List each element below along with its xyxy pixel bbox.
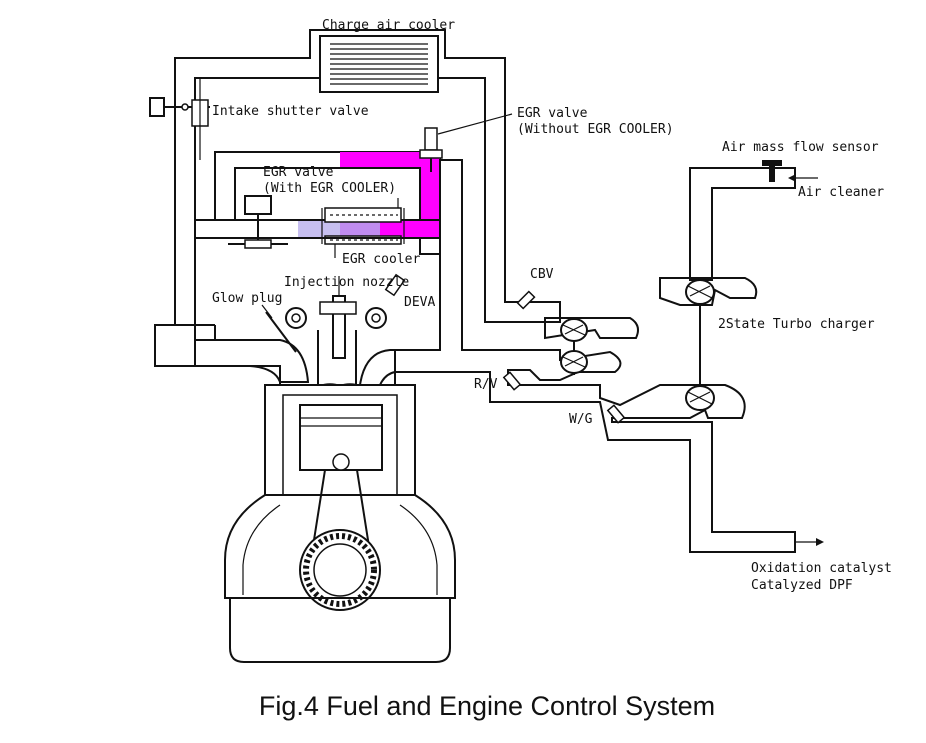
crankcase: [224, 494, 456, 599]
label-glow-plug: Glow plug: [212, 291, 282, 306]
intake-shutter-valve: [149, 78, 210, 160]
figure-caption: Fig.4 Fuel and Engine Control System: [259, 691, 715, 721]
glow-plug: [265, 311, 297, 353]
label-wg: W/G: [569, 412, 593, 427]
egr-band-violet: [340, 220, 380, 238]
label-egr-valve-with-cooler: EGR valve: [263, 165, 334, 180]
rv-valve: [502, 371, 522, 391]
label-rv: R/V: [474, 377, 498, 392]
piston: [299, 404, 383, 471]
egr-cooler: [321, 198, 405, 258]
label-egr-valve-with-cooler-sub: (With EGR COOLER): [263, 181, 396, 196]
oil-pan: [229, 597, 451, 663]
label-injection-nozzle: Injection nozzle: [284, 275, 409, 290]
exhaust-out-arrowhead: [816, 538, 824, 546]
turbo-charger: [560, 279, 715, 411]
label-intake-shutter-valve: Intake shutter valve: [212, 104, 369, 119]
label-egr-valve-no-cooler-sub: (Without EGR COOLER): [517, 122, 674, 137]
label-charge-air-cooler: Charge air cooler: [322, 18, 455, 33]
label-air-mass-flow-sensor: Air mass flow sensor: [722, 140, 879, 155]
cbv-valve: [516, 290, 536, 310]
air-mass-flow-sensor: [762, 160, 782, 182]
label-air-cleaner: Air cleaner: [798, 185, 884, 200]
compressor-housing-upper: [659, 277, 758, 306]
label-egr-valve-no-cooler: EGR valve: [517, 106, 588, 121]
wg-valve: [606, 404, 626, 424]
label-egr-cooler: EGR cooler: [342, 252, 420, 267]
label-catalyzed-dpf: Catalyzed DPF: [751, 578, 853, 593]
label-deva: DEVA: [404, 295, 435, 310]
engine-block: [194, 237, 456, 663]
air-cleaner-duct: [689, 167, 796, 281]
egr-valve-with-cooler: [228, 195, 288, 249]
egr-band-magenta: [380, 220, 440, 238]
air-cleaner-arrowhead: [788, 174, 796, 182]
label-cbv: CBV: [530, 267, 554, 282]
egr-valve-without-cooler: [419, 113, 513, 172]
compressor-housing-lower: [544, 317, 639, 340]
charge-air-cooler: [319, 35, 439, 93]
connecting-rod: [312, 469, 370, 541]
label-turbo-charger: 2State Turbo charger: [718, 317, 875, 332]
intake-manifold: [154, 324, 310, 383]
cooler-fins: [330, 43, 428, 85]
deva-valve: [384, 273, 406, 297]
label-oxidation-catalyst: Oxidation catalyst: [751, 561, 892, 576]
egr-band-lavender: [298, 220, 340, 238]
